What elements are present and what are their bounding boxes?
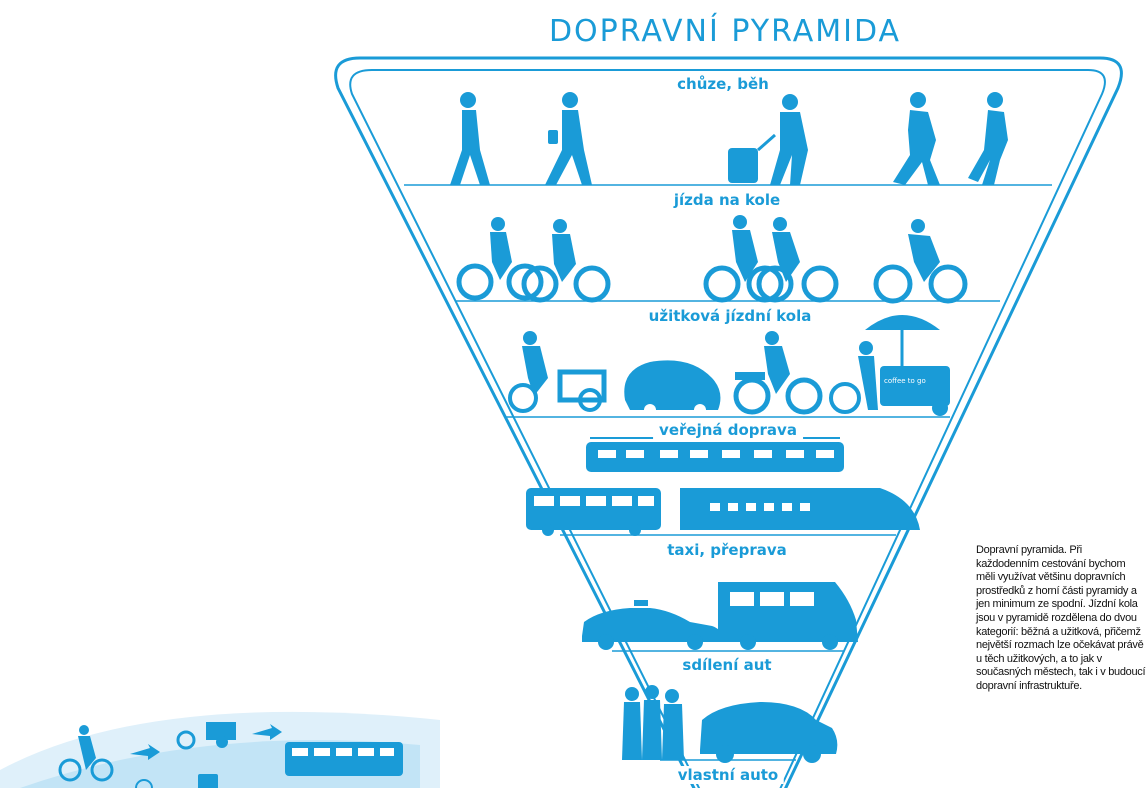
- cyclist-icon: [456, 217, 544, 301]
- person-with-suitcase-icon: [728, 94, 808, 185]
- train-icon: [680, 488, 920, 530]
- arrow-icon: [252, 724, 282, 740]
- pyramid-outer-outline: [334, 56, 1123, 788]
- tier-label-taxi: taxi, přeprava: [661, 541, 793, 559]
- tier-label-walking: chůze, běh: [671, 75, 775, 93]
- page-title: DOPRAVNÍ PYRAMIDA: [548, 14, 902, 49]
- utility-bike-icon: [733, 331, 823, 415]
- running-man-icon: [893, 92, 940, 185]
- shared-car-icon: [700, 702, 838, 763]
- tier-label-public-transport: veřejná doprava: [653, 421, 803, 439]
- tram-icon: [586, 437, 844, 472]
- running-woman-icon: [968, 92, 1008, 185]
- walking-person-with-bag-icon: [545, 92, 592, 185]
- cyclist-icon: [58, 725, 114, 782]
- phone-icon: [198, 774, 218, 788]
- cyclist-icon: [521, 219, 611, 303]
- taxi-car-icon: [582, 600, 723, 650]
- van-icon: [718, 582, 858, 650]
- figure-caption: Dopravní pyramida. Při každodenním cesto…: [976, 544, 1146, 692]
- transport-circle-graphic: [0, 711, 440, 788]
- cargo-bike-icon: [508, 331, 607, 413]
- cyclist-icon: [703, 215, 794, 303]
- cyclist-icon: [746, 217, 839, 303]
- coffee-sticker-text: coffee to go: [884, 377, 926, 385]
- bus-icon: [285, 742, 403, 776]
- pyramid-inner-outline: [349, 69, 1106, 788]
- bus-icon: [526, 488, 661, 536]
- arrow-icon: [130, 744, 160, 760]
- tier-label-cycling: jízda na kole: [667, 191, 787, 209]
- cyclist-icon: [873, 219, 968, 304]
- cargo-bike-icon: [176, 722, 236, 750]
- tier-label-car-sharing: sdílení aut: [676, 656, 778, 674]
- walking-person-icon: [450, 92, 490, 185]
- coffee-bike-cart-icon: coffee to go: [829, 315, 950, 416]
- people-group-icon: [622, 685, 684, 760]
- tier-label-own-car: vlastní auto: [671, 766, 785, 784]
- velomobile-icon: [624, 360, 721, 416]
- tier-label-utility-bikes: užitková jízdní kola: [642, 307, 818, 325]
- clock-icon: [135, 779, 153, 788]
